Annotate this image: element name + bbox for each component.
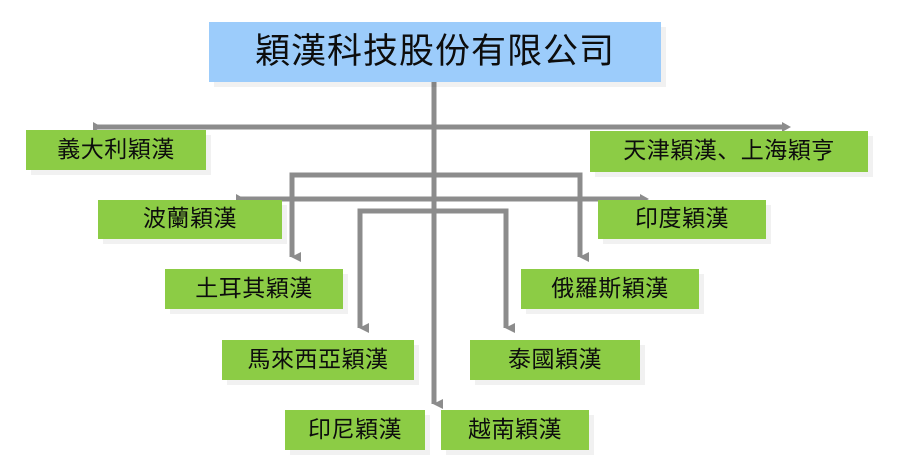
node-unit-malaysia[interactable]: 馬來西亞穎漢 (222, 340, 414, 380)
node-unit-poland[interactable]: 波蘭穎漢 (98, 200, 282, 239)
node-root-company[interactable]: 穎漢科技股份有限公司 (209, 22, 661, 82)
node-unit-vietnam[interactable]: 越南穎漢 (441, 410, 589, 450)
connector-bracket-malaysia (357, 208, 434, 333)
node-unit-label: 天津穎漢、上海穎亨 (623, 138, 835, 165)
node-unit-label: 俄羅斯穎漢 (551, 275, 669, 302)
node-unit-indonesia[interactable]: 印尼穎漢 (285, 410, 425, 450)
node-unit-label: 泰國穎漢 (508, 346, 602, 373)
node-unit-label: 印尼穎漢 (308, 416, 402, 443)
node-root-label: 穎漢科技股份有限公司 (254, 31, 615, 72)
node-unit-india[interactable]: 印度穎漢 (598, 200, 766, 239)
node-unit-label: 越南穎漢 (468, 416, 562, 443)
node-unit-label: 馬來西亞穎漢 (247, 346, 389, 373)
node-unit-label: 土耳其穎漢 (195, 275, 313, 302)
node-unit-russia[interactable]: 俄羅斯穎漢 (521, 269, 699, 309)
node-unit-label: 義大利穎漢 (57, 136, 175, 163)
connector-bracket-russia (434, 172, 589, 262)
node-unit-tianjin-shanghai[interactable]: 天津穎漢、上海穎亨 (590, 131, 868, 172)
node-unit-turkey[interactable]: 土耳其穎漢 (165, 269, 343, 309)
node-unit-italy[interactable]: 義大利穎漢 (26, 130, 206, 170)
node-unit-label: 印度穎漢 (635, 206, 729, 233)
connector-bracket-turkey (289, 172, 434, 262)
node-unit-label: 波蘭穎漢 (143, 206, 237, 233)
connector-bracket-thailand (434, 208, 515, 333)
node-unit-thailand[interactable]: 泰國穎漢 (470, 340, 640, 380)
